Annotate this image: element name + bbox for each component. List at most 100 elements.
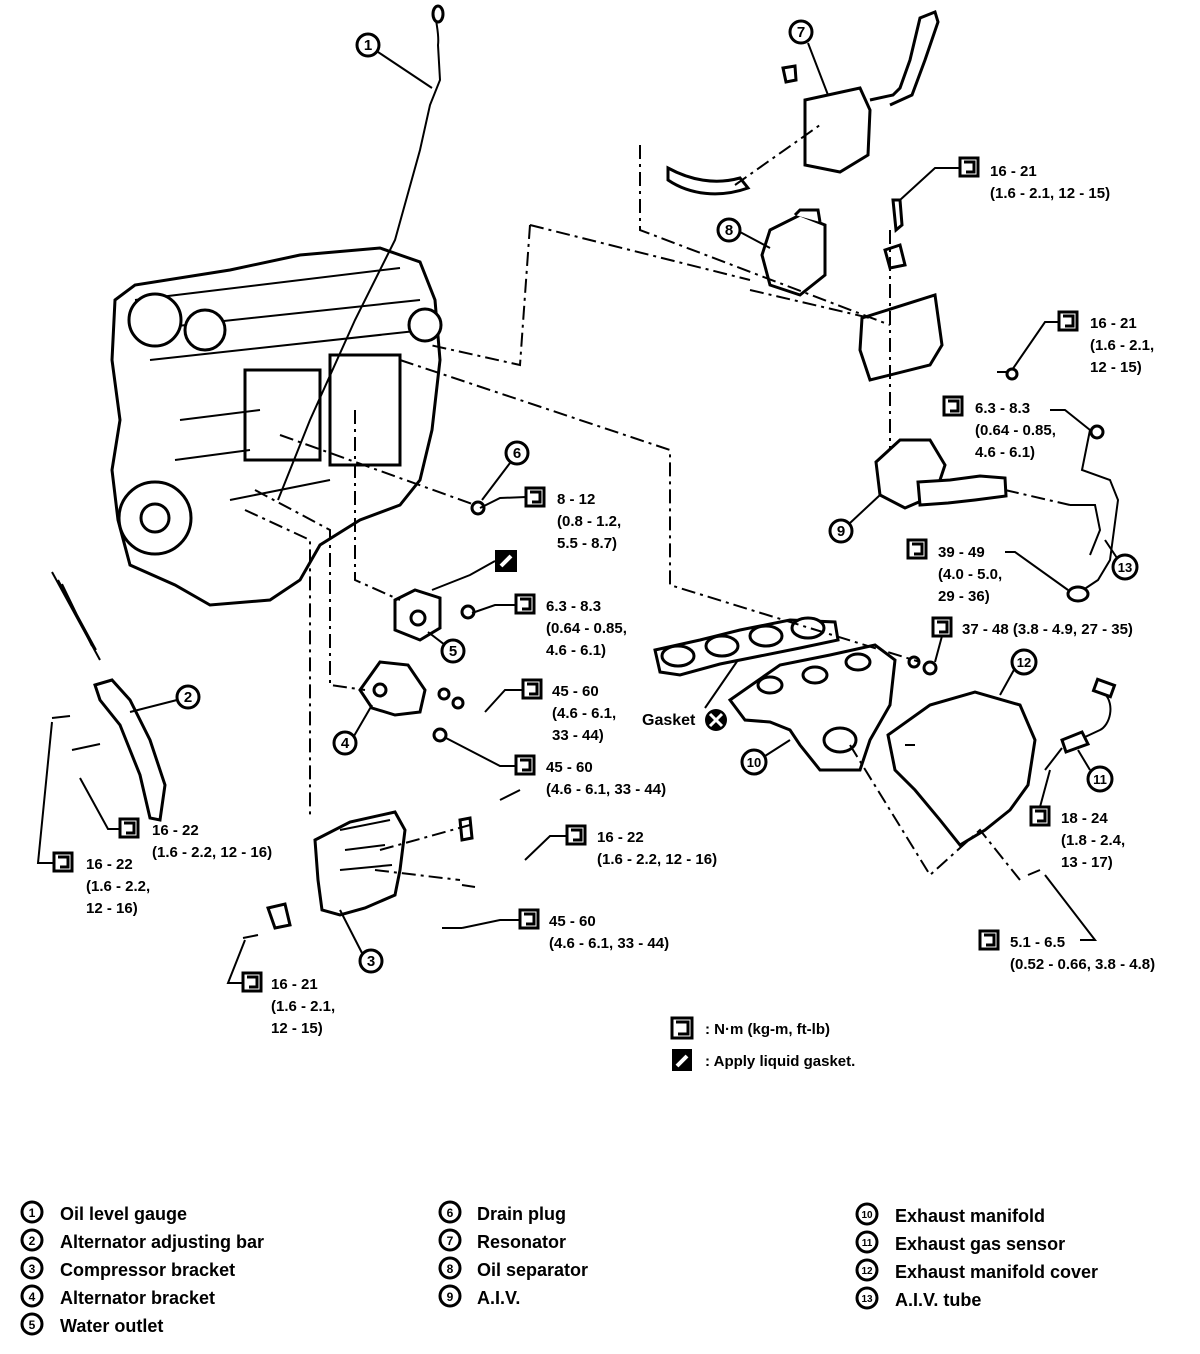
svg-text:4: 4 [29, 1290, 36, 1304]
svg-text:12 - 16): 12 - 16) [86, 900, 138, 917]
svg-text:8: 8 [447, 1262, 454, 1276]
torque-spec: 16 - 21 (1.6 - 2.1, 12 - 15) [899, 156, 1110, 202]
svg-text:Compressor bracket: Compressor bracket [60, 1260, 235, 1280]
legend-item: 5 Water outlet [20, 1312, 163, 1336]
aiv-valve [874, 438, 1008, 510]
svg-text:(4.6 - 6.1, 33 - 44): (4.6 - 6.1, 33 - 44) [549, 935, 669, 952]
callout-markers: 1 2 3 4 5 6 7 8 9 10 11 12 13 [175, 19, 1139, 974]
assembly-lines [244, 124, 1071, 881]
callout-5: 5 [440, 638, 466, 664]
liquid-gasket-icon [431, 550, 517, 591]
svg-text:16 - 21: 16 - 21 [271, 976, 318, 993]
svg-text:7: 7 [447, 1234, 454, 1248]
svg-text:11: 11 [1093, 772, 1107, 787]
svg-text:3: 3 [29, 1262, 36, 1276]
svg-text:10: 10 [747, 755, 761, 770]
compressor-bracket [266, 810, 474, 930]
svg-text:Resonator: Resonator [477, 1232, 566, 1252]
svg-text:(0.64 - 0.85,: (0.64 - 0.85, [546, 620, 627, 637]
torque-spec: 39 - 49 (4.0 - 5.0, 29 - 36) [906, 538, 1069, 605]
torque-spec: 16 - 22 (1.6 - 2.2, 12 - 16) [79, 777, 272, 861]
svg-text:4: 4 [341, 735, 350, 752]
svg-text:(4.6 - 6.1,: (4.6 - 6.1, [552, 705, 616, 722]
torque-spec: 5.1 - 6.5 (0.52 - 0.66, 3.8 - 4.8) [978, 874, 1155, 973]
svg-text:29 - 36): 29 - 36) [938, 588, 990, 605]
symbol-key: : N·m (kg-m, ft-lb) : Apply liquid gaske… [670, 1016, 855, 1071]
svg-text:16 - 22: 16 - 22 [86, 856, 133, 873]
svg-text:12: 12 [1017, 655, 1031, 670]
svg-text:Gasket: Gasket [642, 712, 696, 729]
legend-item: 4 Alternator bracket [20, 1284, 215, 1308]
callout-10: 10 [740, 748, 768, 776]
svg-text:: Apply liquid gasket.: : Apply liquid gasket. [705, 1053, 855, 1070]
torque-spec: 8 - 12 (0.8 - 1.2, 5.5 - 8.7) [479, 486, 621, 552]
svg-text:4.6 - 6.1): 4.6 - 6.1) [546, 642, 606, 659]
callout-11: 11 [1086, 765, 1114, 793]
resonator [666, 9, 940, 196]
svg-text:A.I.V.: A.I.V. [477, 1288, 520, 1308]
svg-text:16 - 22: 16 - 22 [597, 829, 644, 846]
callout-leaders [129, 42, 1118, 954]
torque-spec: 18 - 24 (1.8 - 2.4, 13 - 17) [1029, 769, 1125, 871]
svg-text:12: 12 [861, 1266, 873, 1277]
torque-spec: 45 - 60 (4.6 - 6.1, 33 - 44) [484, 678, 616, 744]
svg-text:5.1 - 6.5: 5.1 - 6.5 [1010, 934, 1065, 951]
svg-text:8 - 12: 8 - 12 [557, 491, 595, 508]
svg-text:(0.64 - 0.85,: (0.64 - 0.85, [975, 422, 1056, 439]
gasket-label: Gasket [642, 659, 739, 731]
torque-spec: 16 - 21 (1.6 - 2.1, 12 - 15) [226, 939, 335, 1037]
svg-text:(1.8 - 2.4,: (1.8 - 2.4, [1061, 832, 1125, 849]
svg-text:Water outlet: Water outlet [60, 1316, 163, 1336]
svg-text:4.6 - 6.1): 4.6 - 6.1) [975, 444, 1035, 461]
exhaust-manifold-gasket [653, 616, 840, 677]
exhaust-gas-sensor [1044, 677, 1117, 771]
svg-text:7: 7 [797, 24, 805, 41]
svg-text:Alternator bracket: Alternator bracket [60, 1288, 215, 1308]
svg-text:5: 5 [449, 643, 457, 660]
svg-text:5: 5 [29, 1318, 36, 1332]
svg-text:(4.0 - 5.0,: (4.0 - 5.0, [938, 566, 1002, 583]
svg-text:(4.6 - 6.1, 33 - 44): (4.6 - 6.1, 33 - 44) [546, 781, 666, 798]
svg-text:Exhaust manifold: Exhaust manifold [895, 1206, 1045, 1226]
legend-item: 7 Resonator [438, 1228, 566, 1252]
callout-12: 12 [1010, 648, 1038, 676]
svg-text:(1.6 - 2.1,: (1.6 - 2.1, [271, 998, 335, 1015]
svg-text:Exhaust manifold cover: Exhaust manifold cover [895, 1262, 1098, 1282]
svg-text:39 - 49: 39 - 49 [938, 544, 985, 561]
exhaust-manifold-cover [886, 690, 1037, 847]
svg-text:37 - 48 (3.8 - 4.9, 27 - 35): 37 - 48 (3.8 - 4.9, 27 - 35) [962, 621, 1133, 638]
svg-text:16 - 21: 16 - 21 [1090, 315, 1137, 332]
svg-text:6: 6 [447, 1206, 454, 1220]
svg-text:A.I.V. tube: A.I.V. tube [895, 1290, 981, 1310]
svg-text:12 - 15): 12 - 15) [271, 1020, 323, 1037]
oil-level-gauge [277, 4, 445, 501]
svg-text:13 - 17): 13 - 17) [1061, 854, 1113, 871]
torque-spec: 16 - 22 (1.6 - 2.2, 12 - 16) [524, 824, 717, 868]
svg-text:6.3 - 8.3: 6.3 - 8.3 [546, 598, 601, 615]
svg-text:(1.6 - 2.1,: (1.6 - 2.1, [1090, 337, 1154, 354]
svg-text:3: 3 [367, 953, 375, 970]
svg-text:33 - 44): 33 - 44) [552, 727, 604, 744]
callout-9: 9 [828, 518, 854, 544]
svg-text:45 - 60: 45 - 60 [546, 759, 593, 776]
svg-text:16 - 22: 16 - 22 [152, 822, 199, 839]
torque-spec: 6.3 - 8.3 (0.64 - 0.85, 4.6 - 6.1) [471, 593, 627, 659]
svg-text:Exhaust gas sensor: Exhaust gas sensor [895, 1234, 1065, 1254]
alternator-bracket [358, 660, 427, 717]
svg-text:(0.8 - 1.2,: (0.8 - 1.2, [557, 513, 621, 530]
exhaust-manifold [727, 643, 897, 772]
svg-text:Drain plug: Drain plug [477, 1204, 566, 1224]
callout-7: 7 [788, 19, 814, 45]
svg-text:Oil level gauge: Oil level gauge [60, 1204, 187, 1224]
svg-text:18 - 24: 18 - 24 [1061, 810, 1108, 827]
torque-spec: 16 - 21 (1.6 - 2.1, 12 - 15) [1011, 310, 1154, 376]
callout-13: 13 [1111, 553, 1139, 581]
legend-item: 6 Drain plug [438, 1200, 566, 1224]
callout-2: 2 [175, 684, 201, 710]
